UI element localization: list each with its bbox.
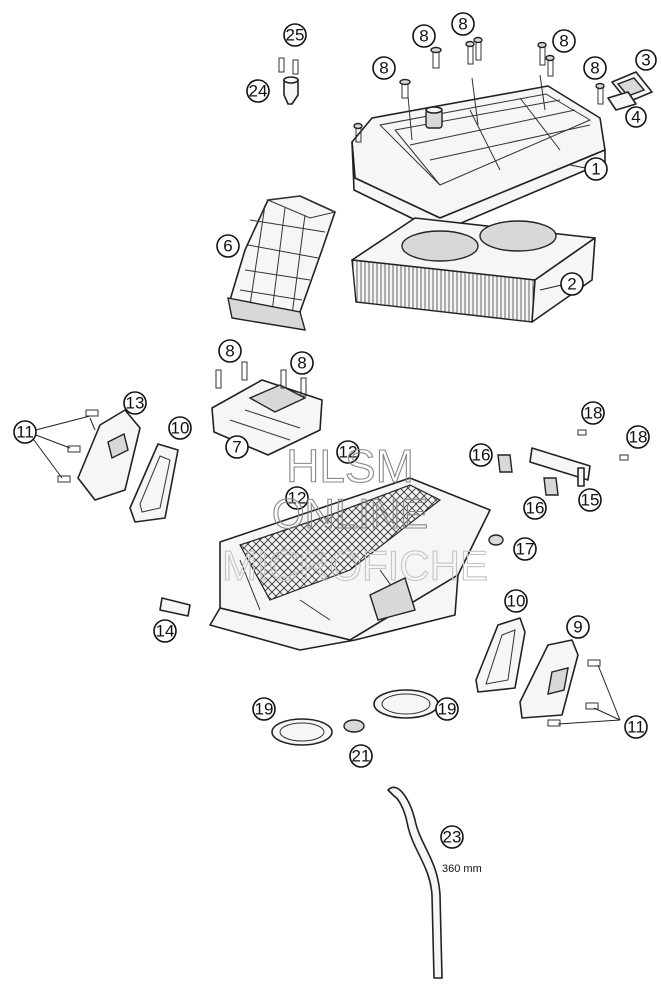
svg-text:6: 6 bbox=[223, 237, 232, 256]
bracket-15 bbox=[529, 429, 629, 487]
side-bracket bbox=[57, 409, 141, 501]
callout-1: 1 bbox=[584, 157, 608, 181]
svg-text:24: 24 bbox=[249, 82, 268, 101]
svg-text:25: 25 bbox=[286, 26, 305, 45]
svg-text:10: 10 bbox=[507, 592, 526, 611]
callout-21: 21 bbox=[349, 744, 373, 768]
watermark-line-2: ONLINE bbox=[272, 490, 428, 537]
svg-text:12: 12 bbox=[288, 489, 307, 508]
callout-12: 12 bbox=[336, 440, 360, 464]
svg-text:8: 8 bbox=[225, 342, 234, 361]
callout-8: 8 bbox=[583, 56, 607, 80]
sensor bbox=[278, 57, 299, 105]
svg-text:7: 7 bbox=[232, 438, 241, 457]
callout-15: 15 bbox=[578, 488, 602, 512]
svg-text:16: 16 bbox=[472, 446, 491, 465]
callout-9: 9 bbox=[566, 615, 590, 639]
watermark-line-3: MICROFICHE bbox=[222, 542, 488, 589]
callout-8: 8 bbox=[290, 351, 314, 375]
callout-14: 14 bbox=[153, 619, 177, 643]
svg-text:16: 16 bbox=[526, 499, 545, 518]
callout-18: 18 bbox=[581, 401, 605, 425]
callout-18: 18 bbox=[626, 425, 650, 449]
hose-length-note: 360 mm bbox=[442, 863, 482, 875]
svg-text:8: 8 bbox=[590, 59, 599, 78]
svg-text:11: 11 bbox=[627, 718, 645, 737]
callout-8: 8 bbox=[412, 24, 436, 48]
svg-text:11: 11 bbox=[16, 423, 34, 442]
svg-text:21: 21 bbox=[352, 747, 371, 766]
svg-text:23: 23 bbox=[443, 828, 462, 847]
callout-25: 25 bbox=[283, 23, 307, 47]
callout-6: 6 bbox=[216, 234, 240, 258]
cover-9 bbox=[519, 639, 601, 727]
watermark-line-1: HLSM bbox=[286, 440, 414, 492]
svg-text:2: 2 bbox=[567, 275, 576, 294]
svg-text:14: 14 bbox=[156, 622, 175, 641]
breather-hose bbox=[387, 786, 443, 979]
svg-text:13: 13 bbox=[126, 394, 145, 413]
svg-text:4: 4 bbox=[631, 108, 640, 127]
svg-text:8: 8 bbox=[458, 15, 467, 34]
callout-19: 19 bbox=[435, 697, 459, 721]
callout-8: 8 bbox=[218, 339, 242, 363]
svg-text:12: 12 bbox=[339, 443, 358, 462]
gasket-left bbox=[129, 443, 179, 523]
grommet-17 bbox=[488, 534, 504, 546]
svg-text:8: 8 bbox=[297, 354, 306, 373]
callout-23: 23 bbox=[440, 825, 464, 849]
svg-text:15: 15 bbox=[581, 491, 600, 510]
gasket-right bbox=[475, 617, 526, 693]
svg-text:8: 8 bbox=[379, 59, 388, 78]
callout-8: 8 bbox=[552, 29, 576, 53]
callouts: 25 8 8 8 8 8 3 24 4 1 6 2 8 8 13 11 10 7… bbox=[13, 12, 657, 849]
watermark: HLSM ONLINE MICROFICHE bbox=[221, 439, 488, 589]
callout-8: 8 bbox=[372, 56, 396, 80]
intake-boot bbox=[227, 195, 337, 331]
callout-10: 10 bbox=[504, 589, 528, 613]
callout-13: 13 bbox=[123, 391, 147, 415]
svg-text:9: 9 bbox=[573, 618, 582, 637]
callout-12: 12 bbox=[285, 486, 309, 510]
callout-4: 4 bbox=[625, 106, 647, 128]
air-filter bbox=[351, 217, 596, 323]
lid-screws bbox=[353, 36, 605, 143]
svg-text:17: 17 bbox=[516, 540, 535, 559]
callout-16: 16 bbox=[523, 496, 547, 520]
clip-14 bbox=[159, 597, 191, 617]
svg-text:8: 8 bbox=[419, 27, 428, 46]
svg-text:1: 1 bbox=[591, 160, 600, 179]
callout-24: 24 bbox=[246, 79, 270, 103]
svg-text:18: 18 bbox=[584, 404, 603, 423]
clips-16 bbox=[497, 454, 559, 496]
airbox-lid bbox=[351, 74, 606, 233]
callout-19: 19 bbox=[252, 697, 276, 721]
svg-text:10: 10 bbox=[171, 419, 190, 438]
callout-10: 10 bbox=[168, 416, 192, 440]
svg-text:18: 18 bbox=[629, 428, 648, 447]
callout-17: 17 bbox=[513, 537, 537, 561]
svg-text:3: 3 bbox=[641, 51, 650, 70]
airbox-base bbox=[209, 477, 491, 651]
seal-rings bbox=[271, 689, 439, 746]
callout-8: 8 bbox=[451, 12, 475, 36]
callout-11: 11 bbox=[624, 715, 648, 739]
svg-text:8: 8 bbox=[559, 32, 568, 51]
svg-text:19: 19 bbox=[438, 700, 457, 719]
callout-2: 2 bbox=[560, 272, 584, 296]
callout-7: 7 bbox=[225, 435, 249, 459]
callout-11: 11 bbox=[13, 420, 37, 444]
callout-16: 16 bbox=[469, 443, 493, 467]
small-cover bbox=[607, 71, 653, 111]
callout-3: 3 bbox=[635, 49, 657, 71]
svg-text:19: 19 bbox=[255, 700, 274, 719]
